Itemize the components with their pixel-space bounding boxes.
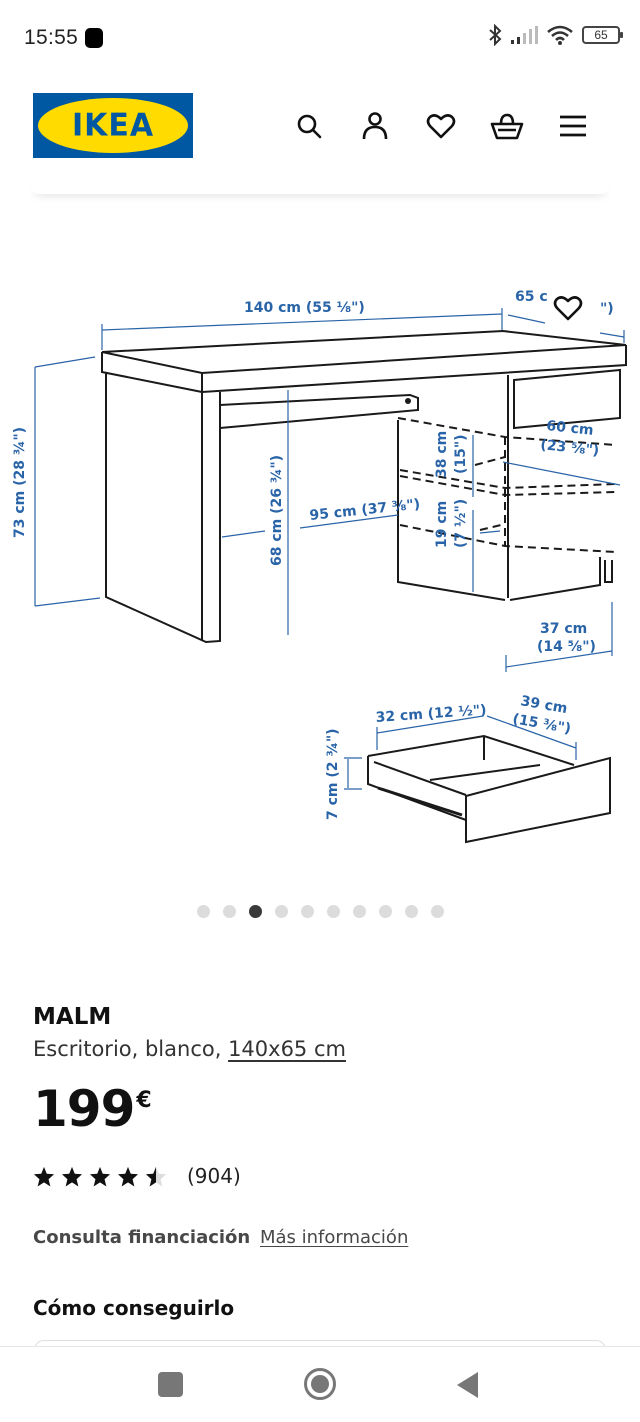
financing-info: Consulta financiación Más información <box>33 1227 408 1248</box>
account-button[interactable] <box>358 109 392 143</box>
back-triangle-icon <box>457 1372 478 1398</box>
ikea-logo[interactable]: IKEA <box>33 93 193 158</box>
price-amount: 199 <box>33 1080 135 1138</box>
pagination-dot-10[interactable] <box>431 905 444 918</box>
more-info-link[interactable]: Más información <box>259 1227 409 1248</box>
svg-text:38 cm: 38 cm <box>434 431 450 478</box>
size-link[interactable]: 140x65 cm <box>228 1037 346 1061</box>
dim-under-height: 68 cm (26 ¾") <box>269 455 285 566</box>
collapsed-panel <box>30 180 610 194</box>
svg-text:19 cm: 19 cm <box>434 501 450 548</box>
pagination-dot-7[interactable] <box>353 905 366 918</box>
pagination-dot-2[interactable] <box>223 905 236 918</box>
pagination-dot-4[interactable] <box>275 905 288 918</box>
svg-text:60 cm: 60 cm <box>546 418 595 439</box>
svg-text:(7 ½"): (7 ½") <box>453 499 469 548</box>
notification-icon <box>85 28 103 48</box>
rating[interactable]: (904) <box>33 1164 241 1188</box>
basket-button[interactable] <box>490 109 524 143</box>
product-name: MALM <box>33 1004 112 1030</box>
product-info: MALM Escritorio, blanco, 140x65 cm <box>33 1004 613 1061</box>
star-rating <box>33 1166 167 1187</box>
search-icon <box>297 114 322 139</box>
financing-label: Consulta financiación <box>33 1227 251 1248</box>
status-icons: 65 <box>488 24 623 46</box>
dim-depth: 65 c <box>515 289 548 305</box>
dim-width: 140 cm (55 ⅛") <box>244 300 365 316</box>
heart-icon <box>553 296 583 321</box>
site-header: IKEA <box>0 76 640 180</box>
pagination-dot-1[interactable] <box>197 905 210 918</box>
basket-icon <box>490 113 524 140</box>
drawer-width: 32 cm (12 ½") <box>375 702 487 726</box>
svg-text:(14 ⅝"): (14 ⅝") <box>537 639 596 655</box>
home-circle-icon <box>304 1368 336 1400</box>
gallery-pagination <box>197 905 444 918</box>
battery-level: 65 <box>594 28 608 42</box>
status-time: 15:55 <box>24 26 79 49</box>
dimension-drawing: 140 cm (55 ⅛") 65 c ") 73 cm (28 ¾") 68 … <box>12 289 627 844</box>
star-icon <box>33 1166 55 1187</box>
star-icon <box>117 1166 139 1187</box>
heart-icon <box>426 114 456 139</box>
product-description: Escritorio, blanco, 140x65 cm <box>33 1037 613 1061</box>
menu-icon <box>560 115 586 137</box>
user-icon <box>362 112 388 140</box>
image-favorite-button[interactable] <box>553 294 595 330</box>
description-text: Escritorio, blanco, <box>33 1037 229 1061</box>
product-image-gallery[interactable]: 140 cm (55 ⅛") 65 c ") 73 cm (28 ¾") 68 … <box>0 200 640 900</box>
bluetooth-icon <box>489 24 502 46</box>
menu-button[interactable] <box>556 109 590 143</box>
battery-icon: 65 <box>582 26 623 44</box>
half-star-icon <box>145 1166 167 1187</box>
pagination-dot-9[interactable] <box>405 905 418 918</box>
svg-text:37 cm: 37 cm <box>540 621 587 637</box>
wifi-icon <box>547 25 573 45</box>
svg-text:"): ") <box>600 301 614 317</box>
review-count[interactable]: (904) <box>187 1164 241 1188</box>
svg-text:(15"): (15") <box>453 434 469 474</box>
recents-button[interactable] <box>158 1372 183 1401</box>
drawer-height: 7 cm (2 ¾") <box>325 728 341 820</box>
product-price: 199€ <box>33 1080 152 1138</box>
search-button[interactable] <box>292 109 326 143</box>
logo-oval: IKEA <box>38 98 188 153</box>
svg-text:(23 ⅝"): (23 ⅝") <box>540 437 600 459</box>
how-to-get-heading: Cómo conseguirlo <box>33 1296 235 1320</box>
star-icon <box>61 1166 83 1187</box>
logo-text: IKEA <box>71 107 155 144</box>
header-actions <box>292 109 590 143</box>
pagination-dot-5[interactable] <box>301 905 314 918</box>
back-button[interactable] <box>456 1371 480 1403</box>
pagination-dot-6[interactable] <box>327 905 340 918</box>
pagination-dot-3-active[interactable] <box>249 905 262 918</box>
wishlist-button[interactable] <box>424 109 458 143</box>
status-bar: 15:55 65 <box>0 0 640 76</box>
price-currency: € <box>136 1088 151 1113</box>
system-navigation-bar <box>0 1346 640 1422</box>
star-icon <box>89 1166 111 1187</box>
home-button[interactable] <box>303 1367 337 1405</box>
signal-icon <box>511 26 538 44</box>
square-icon <box>158 1372 183 1397</box>
dim-height: 73 cm (28 ¾") <box>12 427 28 538</box>
pagination-dot-8[interactable] <box>379 905 392 918</box>
